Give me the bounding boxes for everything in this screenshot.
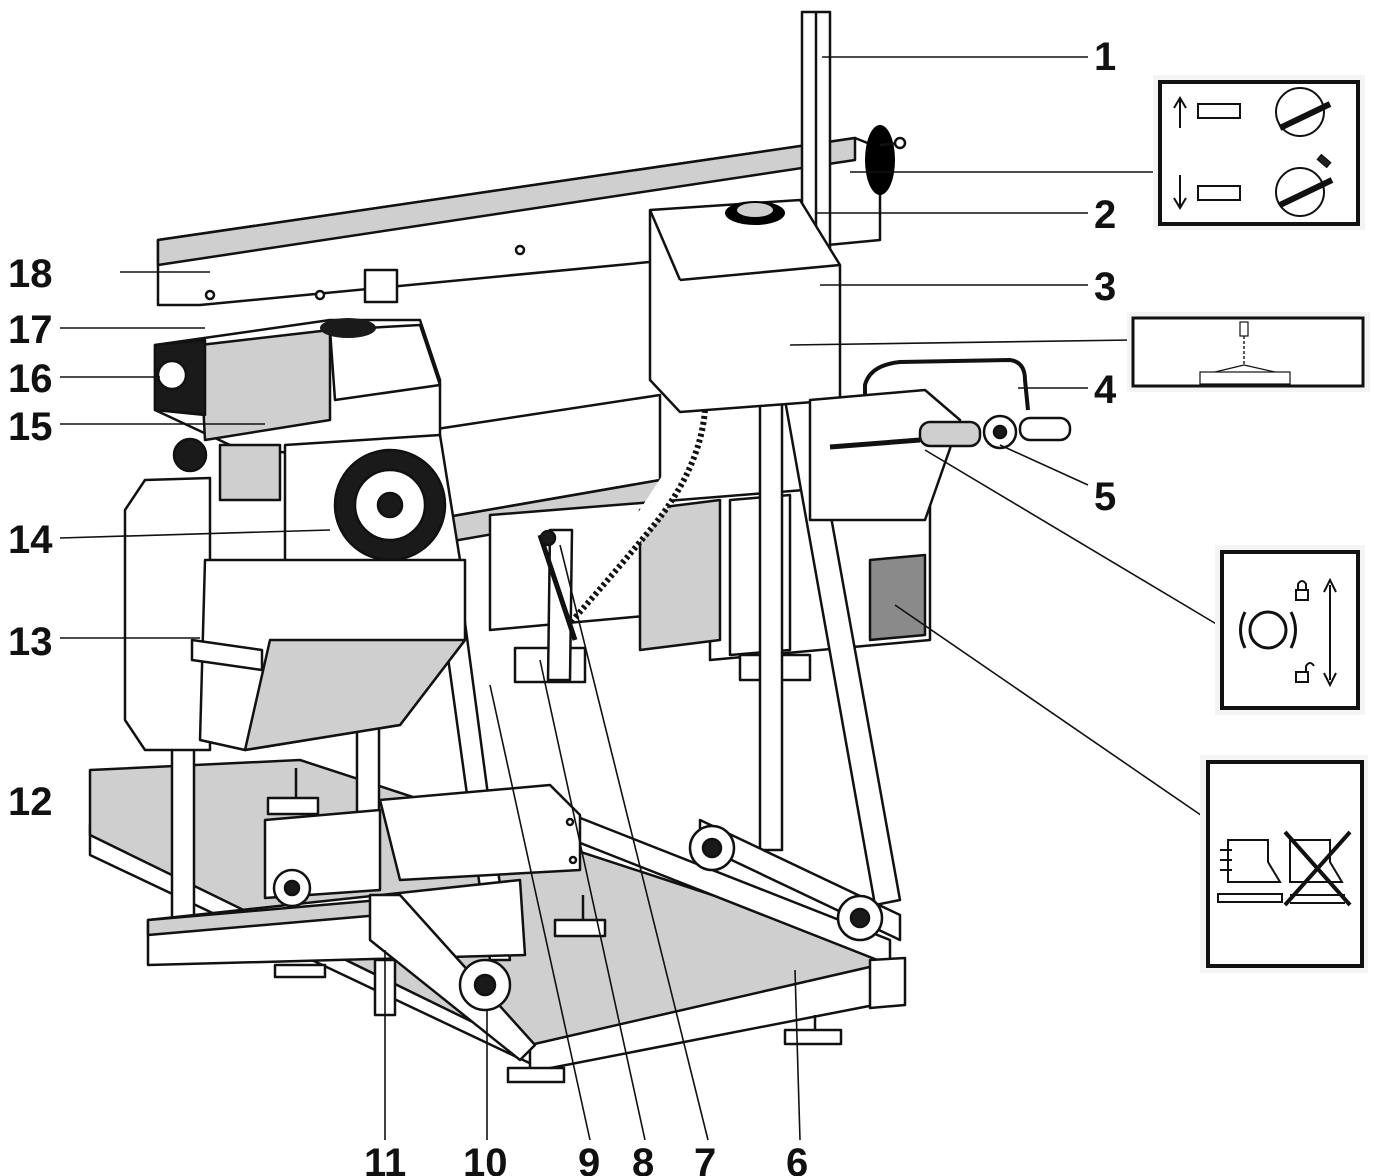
callout-15: 15 <box>8 405 53 449</box>
callout-9: 9 <box>578 1141 600 1176</box>
callout-5: 5 <box>1094 475 1116 519</box>
callout-11: 11 <box>364 1141 406 1176</box>
wheel-brake-lock-unlock-icon <box>1215 545 1365 715</box>
callout-7: 7 <box>694 1141 716 1176</box>
callout-18: 18 <box>8 252 53 296</box>
engine <box>153 318 462 582</box>
leader-lines <box>59 56 1219 1141</box>
callout-10: 10 <box>463 1141 508 1176</box>
no-boots-on-rail-icon <box>1200 755 1368 973</box>
callout-6: 6 <box>786 1141 808 1176</box>
callout-4: 4 <box>1094 368 1117 412</box>
top-beam <box>156 136 882 307</box>
callout-13: 13 <box>8 620 53 664</box>
sawmill-machine <box>88 10 1072 1084</box>
callout-2: 2 <box>1094 193 1116 237</box>
callout-8: 8 <box>632 1141 654 1176</box>
blade-guard-chain-icon <box>1127 312 1370 392</box>
callout-17: 17 <box>8 308 53 352</box>
callout-1: 1 <box>1094 35 1116 79</box>
blade-raise-lower-lever-icon <box>1153 75 1365 230</box>
callout-3: 3 <box>1094 265 1116 309</box>
callout-12: 12 <box>8 780 53 824</box>
push-handle <box>808 358 1072 522</box>
lock-lever <box>537 529 578 641</box>
water-tank <box>648 198 842 414</box>
rear-plate <box>378 783 582 882</box>
callout-16: 16 <box>8 357 53 401</box>
callout-14: 14 <box>8 518 53 562</box>
callout-numbers: 1 2 3 4 5 6 7 8 9 10 11 12 13 14 15 16 1… <box>8 35 1117 1176</box>
carriage-frame <box>428 393 932 684</box>
height-handwheel <box>865 125 907 195</box>
belt-guard <box>123 476 467 752</box>
